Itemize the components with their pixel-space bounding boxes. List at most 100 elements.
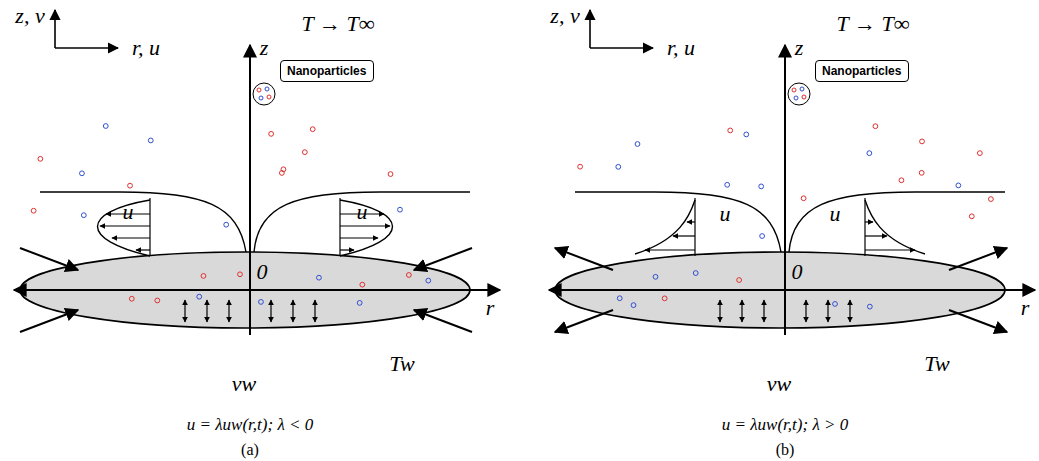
axis-label: u	[830, 203, 841, 225]
nanoparticle-icon	[253, 83, 275, 105]
velocity-arrow	[645, 249, 695, 250]
velocity-arrow	[865, 249, 915, 250]
velocity-arrow	[340, 225, 390, 226]
axis-label: vw	[232, 373, 256, 395]
nanoparticle	[693, 271, 698, 276]
legend-box: Nanoparticles	[280, 60, 374, 82]
axis-label: r, u	[667, 37, 695, 59]
suction-arrow	[206, 300, 207, 322]
suction-arrow	[827, 300, 828, 322]
nanoparticle	[920, 139, 925, 144]
legend-box: Nanoparticles	[815, 60, 909, 82]
box-text: Nanoparticles	[822, 64, 902, 78]
nanoparticle-dots	[31, 124, 993, 309]
z-axis	[784, 45, 786, 335]
suction-arrow	[763, 300, 764, 322]
nanoparticle	[269, 131, 274, 136]
nanoparticle	[259, 96, 263, 100]
wall-arrow	[949, 310, 1007, 332]
axis-label: u	[357, 201, 368, 223]
velocity-arrow	[865, 221, 873, 222]
nanoparticle	[302, 150, 307, 155]
axis-label: r	[1021, 297, 1030, 319]
axis-label: r, u	[132, 37, 160, 59]
velocity-profile	[98, 200, 151, 256]
nanoparticle	[759, 184, 764, 189]
boundary-layer-edge	[575, 192, 781, 252]
nanoparticle	[279, 171, 284, 176]
panel-b-drawing	[549, 10, 1035, 335]
nanoparticle	[265, 87, 269, 91]
velocity-arrow	[340, 249, 354, 250]
velocity-arrow	[136, 249, 150, 250]
profile-base	[149, 198, 150, 256]
suction-arrow	[314, 300, 315, 322]
velocity-arrow	[673, 235, 695, 236]
nanoparticle	[792, 88, 796, 92]
nanoparticle	[578, 164, 583, 169]
nanoparticle	[744, 132, 749, 137]
nanoparticle	[259, 300, 264, 305]
nanoparticle	[317, 275, 322, 280]
profile-base	[339, 198, 340, 256]
velocity-profile	[635, 200, 695, 254]
boundary-layer-edge	[254, 192, 470, 252]
suction-arrow	[719, 300, 720, 322]
nanoparticle	[801, 196, 806, 201]
velocity-profile	[865, 200, 925, 254]
velocity-arrow	[687, 221, 695, 222]
nanoparticle	[617, 296, 622, 301]
nanoparticle	[800, 87, 804, 91]
panel-tag: (b)	[776, 442, 795, 458]
wall-arrow	[414, 248, 472, 270]
suction-arrow	[805, 300, 806, 322]
nanoparticle	[155, 298, 160, 303]
axis-label: T → T∞	[837, 13, 910, 35]
nanoparticle	[238, 272, 243, 277]
nanoparticle	[867, 304, 872, 309]
axis-label: 0	[257, 261, 268, 283]
profile-base	[694, 198, 695, 256]
nanoparticle	[81, 213, 86, 218]
nanoparticle	[197, 294, 202, 299]
nanoparticle	[129, 296, 134, 301]
axis-label: Tw	[924, 353, 949, 375]
axis-label: r	[486, 297, 495, 319]
suction-arrow	[741, 300, 742, 322]
r-axis	[549, 289, 1035, 291]
suction-arrow	[228, 300, 229, 322]
nanoparticle	[653, 274, 658, 279]
wall-arrow	[555, 310, 613, 332]
axis-label: u	[720, 203, 731, 225]
nanoparticle	[737, 278, 742, 283]
panel-tag: (a)	[241, 442, 259, 458]
nanoparticle	[201, 274, 206, 279]
axis-indicator	[54, 10, 56, 48]
suction-arrow	[270, 300, 271, 322]
axis-indicator	[55, 47, 118, 49]
axis-label: z, v	[15, 5, 44, 27]
nanoparticle	[80, 171, 85, 176]
axis-label: vw	[767, 373, 791, 395]
nanoparticle	[635, 142, 640, 147]
nanoparticle	[977, 151, 982, 156]
wall-arrow	[414, 310, 472, 332]
nanoparticle	[103, 124, 108, 129]
nanoparticle	[833, 302, 838, 307]
velocity-arrow	[865, 235, 887, 236]
boundary-layer-edge	[789, 192, 1005, 252]
z-axis	[249, 45, 251, 335]
nanoparticle	[760, 234, 765, 239]
nanoparticle	[873, 124, 878, 129]
nanoparticle	[956, 183, 961, 188]
nanoparticle	[148, 138, 153, 143]
profile-base	[864, 198, 865, 256]
r-axis	[14, 289, 500, 291]
nanoparticle	[128, 183, 133, 188]
nanoparticle	[631, 303, 636, 308]
nanoparticle	[426, 278, 431, 283]
nanoparticle	[406, 273, 411, 278]
velocity-arrow	[340, 237, 378, 238]
nanoparticle	[267, 95, 271, 99]
